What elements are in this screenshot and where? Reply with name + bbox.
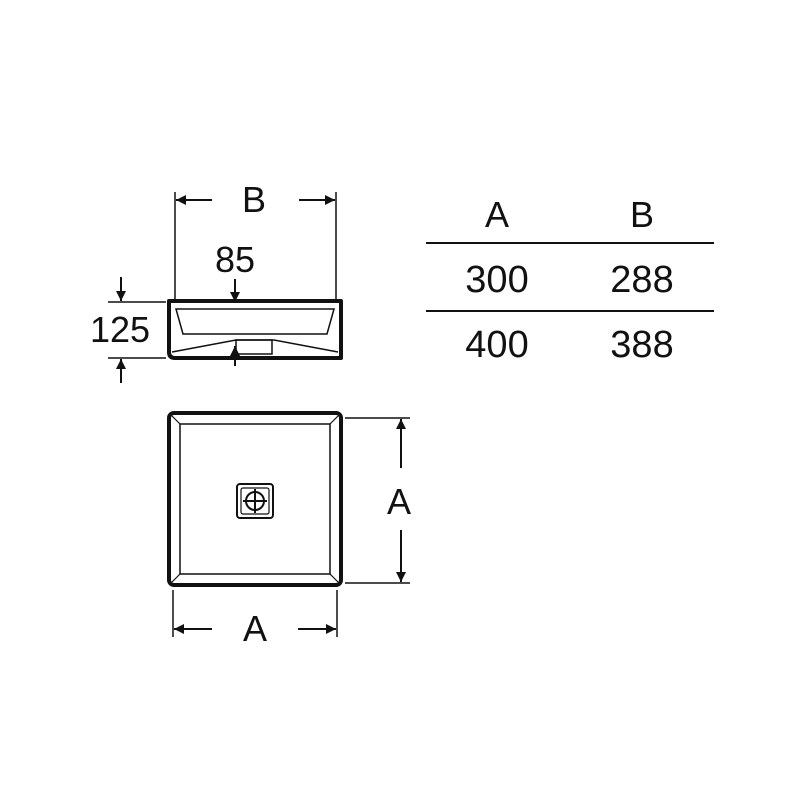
size-table: A B 300 288 400 388 <box>426 194 714 366</box>
dimension-label-depth: A <box>387 481 411 522</box>
table-header-a: A <box>485 194 509 235</box>
dimension-label-height: 125 <box>90 309 150 350</box>
corner-line <box>171 415 181 425</box>
corner-line <box>171 573 181 583</box>
corner-line <box>329 573 339 583</box>
basin-base-line <box>171 339 339 353</box>
basin-inner-bowl <box>175 308 335 335</box>
table-cell: 300 <box>465 259 528 301</box>
dimension-label-b: B <box>242 179 266 220</box>
dimension-label-drain-offset: 85 <box>215 239 255 280</box>
table-header-b: B <box>630 194 654 235</box>
top-view: A A <box>167 411 411 649</box>
table-cell: 400 <box>465 324 528 366</box>
basin-top-inner-bowl <box>179 423 331 575</box>
basin-side-outline <box>167 299 343 360</box>
side-view: B 85 125 <box>90 179 343 383</box>
basin-top-outline <box>167 411 343 587</box>
corner-line <box>329 415 339 425</box>
dimension-label-width: A <box>243 608 267 649</box>
table-cell: 288 <box>610 259 673 301</box>
drain-outlet <box>235 339 273 355</box>
table-cell: 388 <box>610 324 673 366</box>
drain-icon <box>236 483 274 519</box>
